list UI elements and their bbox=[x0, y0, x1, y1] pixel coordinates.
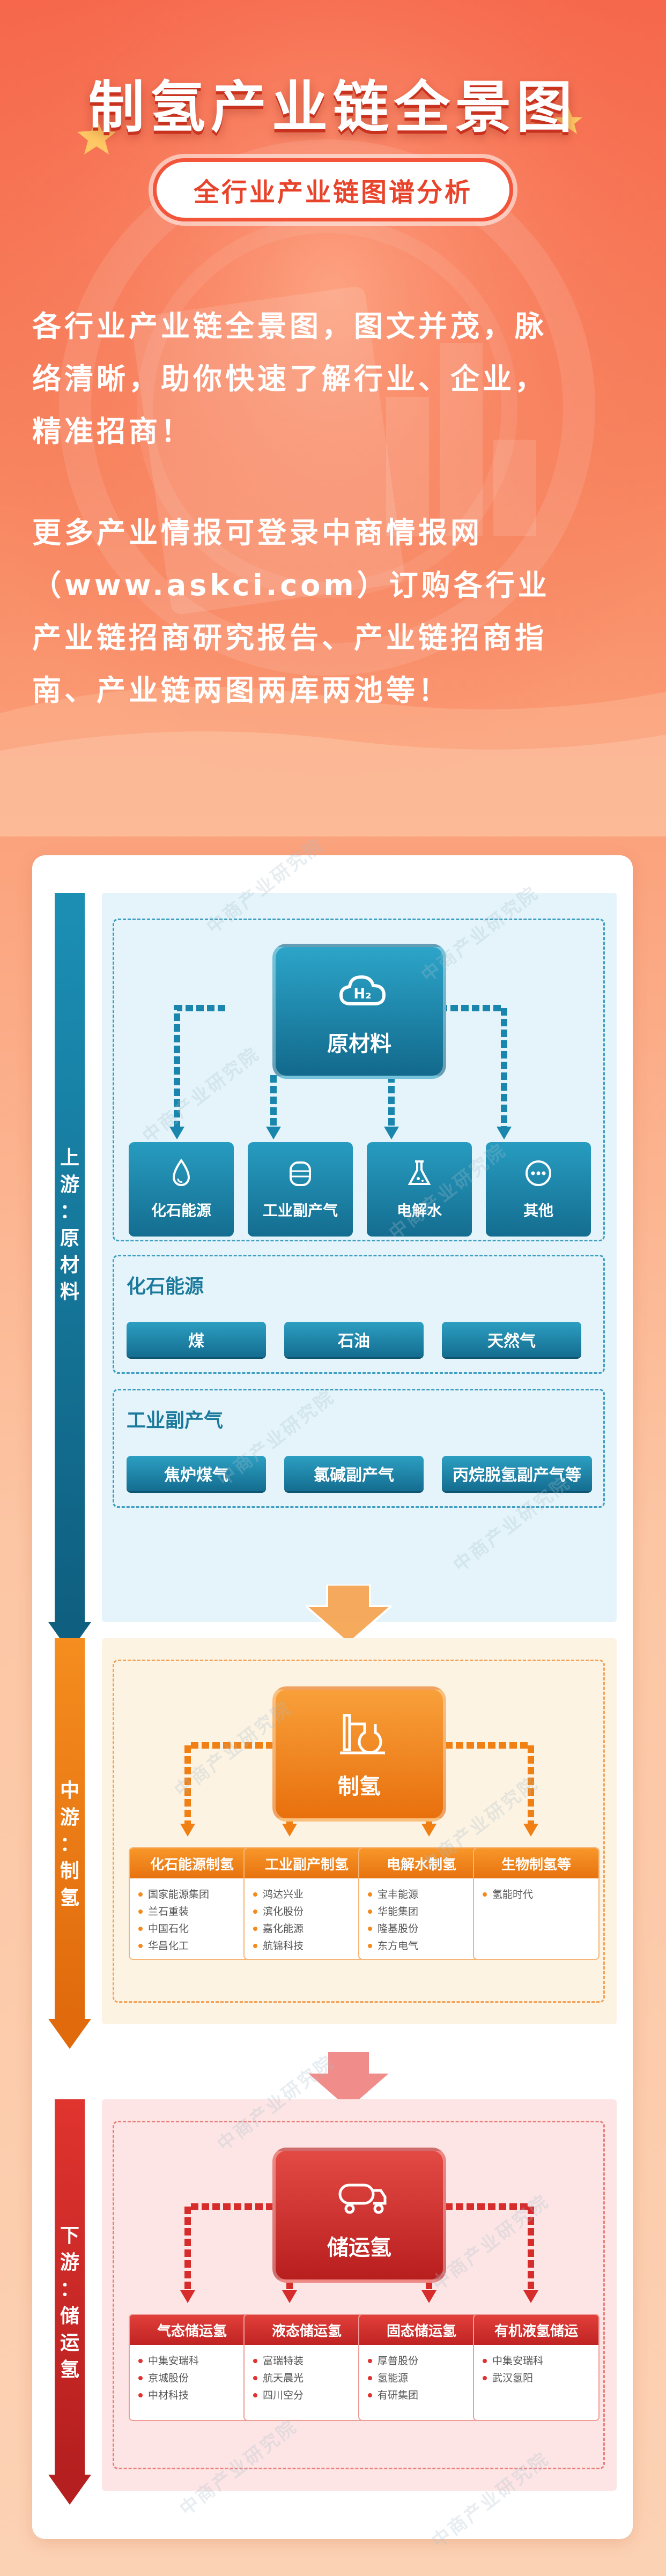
company-item: 武汉氢阳 bbox=[483, 2370, 598, 2387]
hub-icon-text: H₂ bbox=[353, 986, 371, 1002]
industrial-item-coke-oven-gas: 焦炉煤气 bbox=[127, 1456, 266, 1491]
page-title: 制氢产业链全景图 bbox=[88, 75, 578, 140]
company-item: 氢能源 bbox=[368, 2370, 484, 2387]
more-dots-icon bbox=[526, 1160, 551, 1186]
downstream-side-arrow bbox=[48, 2099, 91, 2505]
company-item: 厚普股份 bbox=[368, 2352, 484, 2370]
industry-chain-card: 上游：原材料 H₂ 原材料 化石能源 工业副产气 bbox=[32, 834, 633, 2552]
flow-arrow-to-midstream bbox=[306, 1585, 391, 1645]
subtitle-text: 全行业产业链图谱分析 bbox=[193, 177, 472, 208]
midstream-side-arrow bbox=[48, 1638, 91, 2049]
category-label: 化石能源 bbox=[151, 1202, 211, 1219]
fossil-item-coal: 煤 bbox=[127, 1322, 266, 1357]
chemistry-lab-icon bbox=[340, 1714, 385, 1755]
tanker-truck-icon bbox=[338, 2183, 387, 2214]
column-title: 液态储运氢 bbox=[245, 2315, 369, 2345]
hub-label: 储运氢 bbox=[327, 2236, 391, 2260]
category-label: 电解水 bbox=[396, 1202, 442, 1219]
industrial-item-chlor-alkali: 氯碱副产气 bbox=[284, 1456, 424, 1491]
hydrogen-production-hub: 制氢 bbox=[272, 1686, 446, 1822]
midstream-column: 电解水制氢 宝丰能源 华能集团 隆基股份 东方电气 bbox=[358, 1847, 485, 1960]
category-electrolysis: 电解水 bbox=[367, 1142, 472, 1237]
upstream-side-arrow bbox=[48, 893, 91, 1652]
category-label: 其他 bbox=[523, 1202, 553, 1219]
fossil-item-oil: 石油 bbox=[284, 1322, 424, 1357]
company-item: 中材科技 bbox=[138, 2387, 254, 2404]
fossil-energy-title: 化石能源 bbox=[127, 1276, 204, 1298]
beaker-flask-icon bbox=[408, 1160, 431, 1185]
intro-line: （www.askci.com）订购各行业 bbox=[32, 568, 550, 602]
intro-line: 更多产业情报可登录中商情报网 bbox=[32, 516, 483, 550]
company-item: 中集安瑞科 bbox=[483, 2352, 598, 2370]
company-item: 富瑞特装 bbox=[253, 2352, 369, 2370]
company-item: 兰石重装 bbox=[138, 1903, 254, 1920]
company-item: 嘉化能源 bbox=[253, 1920, 369, 1937]
midstream-column: 工业副产制氢 鸿达兴业 滨化股份 嘉化能源 航锦科技 bbox=[243, 1847, 370, 1960]
company-item: 中集安瑞科 bbox=[138, 2352, 254, 2370]
company-item: 航锦科技 bbox=[253, 1937, 369, 1955]
fossil-fuel-drop-icon bbox=[172, 1158, 190, 1186]
company-item: 氢能时代 bbox=[483, 1886, 598, 1903]
downstream-side-label: 下游：储运氢 bbox=[60, 2225, 79, 2381]
intro-line: 产业链招商研究报告、产业链招商指 bbox=[32, 621, 547, 655]
category-other: 其他 bbox=[486, 1142, 591, 1237]
company-item: 京城股份 bbox=[138, 2370, 254, 2387]
column-title: 固态储运氢 bbox=[359, 2315, 484, 2345]
column-title: 工业副产制氢 bbox=[245, 1848, 369, 1878]
company-item: 中国石化 bbox=[138, 1920, 254, 1937]
intro-paragraph-2: 更多产业情报可登录中商情报网 （www.askci.com）订购各行业 产业链招… bbox=[32, 507, 634, 717]
upstream-connectors bbox=[169, 1005, 512, 1139]
column-title: 生物制氢等 bbox=[474, 1848, 598, 1878]
company-item: 隆基股份 bbox=[368, 1920, 484, 1937]
storage-transport-hub: 储运氢 bbox=[272, 2148, 446, 2283]
hub-label: 原材料 bbox=[327, 1032, 391, 1056]
midstream-column: 化石能源制氢 国家能源集团 兰石重装 中国石化 华昌化工 bbox=[129, 1847, 255, 1960]
column-title: 电解水制氢 bbox=[359, 1848, 484, 1878]
industrial-byproduct-title: 工业副产气 bbox=[127, 1410, 224, 1432]
downstream-column: 气态储运氢 中集安瑞科 京城股份 中材科技 bbox=[129, 2314, 255, 2421]
flow-arrow-to-downstream bbox=[306, 2051, 391, 2112]
downstream-column: 有机液氢储运 中集安瑞科 武汉氢阳 bbox=[473, 2314, 600, 2421]
intro-line: 南、产业链两图两库两池等！ bbox=[32, 673, 450, 707]
company-item: 有研集团 bbox=[368, 2387, 484, 2404]
intro-line: 络清晰，助你快速了解行业、企业， bbox=[32, 362, 547, 396]
industrial-item-propane: 丙烷脱氢副产气等 bbox=[442, 1456, 592, 1491]
intro-line: 精准招商！ bbox=[32, 414, 193, 448]
midstream-column: 生物制氢等 氢能时代 bbox=[473, 1847, 600, 1960]
header-background bbox=[0, 0, 666, 837]
column-title: 化石能源制氢 bbox=[130, 1848, 254, 1878]
raw-material-hub: H₂ 原材料 bbox=[272, 944, 446, 1079]
company-item: 宝丰能源 bbox=[368, 1886, 484, 1903]
column-title: 气态储运氢 bbox=[130, 2315, 254, 2345]
gas-tank-icon bbox=[290, 1161, 311, 1186]
fossil-item-natural-gas: 天然气 bbox=[442, 1322, 581, 1357]
company-item: 鸿达兴业 bbox=[253, 1886, 369, 1903]
company-item: 华能集团 bbox=[368, 1903, 484, 1920]
fossil-energy-frame bbox=[113, 1255, 605, 1374]
downstream-column: 液态储运氢 富瑞特装 航天晨光 四川空分 bbox=[243, 2314, 370, 2421]
category-fossil-energy: 化石能源 bbox=[129, 1142, 234, 1237]
hub-label: 制氢 bbox=[338, 1774, 381, 1799]
category-label: 工业副产气 bbox=[262, 1202, 338, 1219]
company-item: 东方电气 bbox=[368, 1937, 484, 1955]
company-item: 华昌化工 bbox=[138, 1937, 254, 1955]
company-item: 航天晨光 bbox=[253, 2370, 369, 2387]
company-item: 四川空分 bbox=[253, 2387, 369, 2404]
midstream-frame bbox=[113, 1660, 605, 2003]
upstream-side-label: 上游：原材料 bbox=[60, 1147, 79, 1303]
company-item: 国家能源集团 bbox=[138, 1886, 254, 1903]
intro-line: 各行业产业链全景图，图文并茂，脉 bbox=[32, 309, 547, 343]
company-item: 滨化股份 bbox=[253, 1903, 369, 1920]
downstream-column: 固态储运氢 厚普股份 氢能源 有研集团 bbox=[358, 2314, 485, 2421]
category-industrial-byproduct: 工业副产气 bbox=[248, 1142, 353, 1237]
hydrogen-cloud-icon: H₂ bbox=[339, 975, 386, 1005]
downstream-frame bbox=[113, 2121, 605, 2469]
upstream-flow-frame bbox=[113, 919, 605, 1241]
column-title: 有机液氢储运 bbox=[474, 2315, 598, 2345]
industrial-byproduct-frame bbox=[113, 1389, 605, 1508]
subtitle-badge: 全行业产业链图谱分析 bbox=[153, 158, 513, 221]
midstream-side-label: 中游：制氢 bbox=[60, 1780, 79, 1909]
intro-paragraph-1: 各行业产业链全景图，图文并茂，脉 络清晰，助你快速了解行业、企业， 精准招商！ bbox=[32, 300, 634, 458]
